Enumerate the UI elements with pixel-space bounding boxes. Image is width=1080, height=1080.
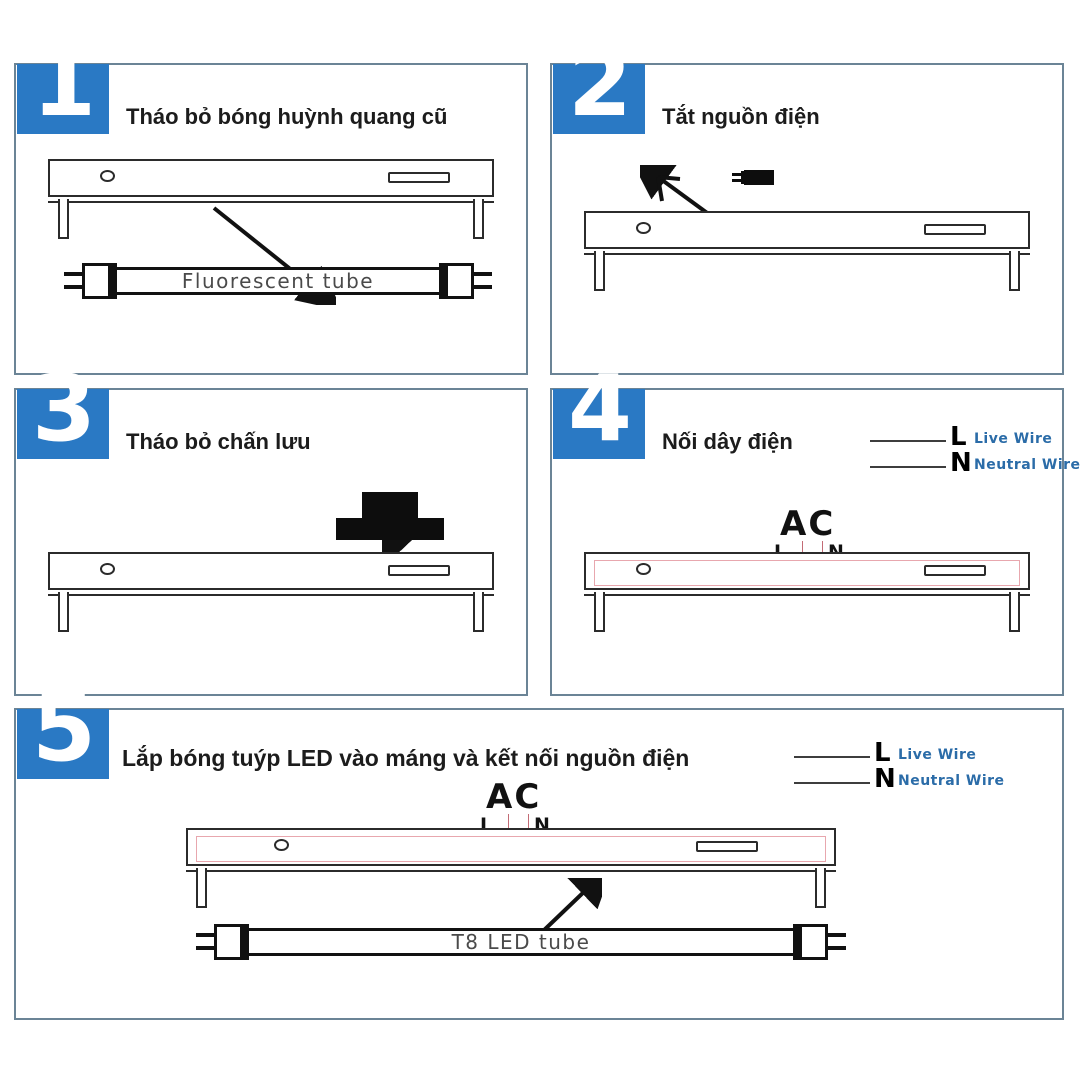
step-badge-4: 4 bbox=[553, 363, 645, 459]
fixture-leg-left bbox=[594, 251, 605, 291]
step-title-5: Lắp bóng tuýp LED vào máng và kết nối ng… bbox=[122, 745, 690, 771]
step-panel-2: 2 Tắt nguồn điện bbox=[550, 38, 1064, 375]
step-badge-5: 5 bbox=[17, 683, 109, 779]
plug-stem bbox=[741, 171, 744, 184]
fixture-body bbox=[584, 552, 1030, 590]
tube-pin-left-1 bbox=[64, 272, 84, 276]
step-panel-5: 5 Lắp bóng tuýp LED vào máng và kết nối … bbox=[14, 683, 1064, 1020]
fixture-lip bbox=[584, 253, 1030, 255]
step-panel-1: 1 Tháo bỏ bóng huỳnh quang cũ bbox=[14, 38, 528, 375]
tube-pin-right-1 bbox=[826, 933, 846, 937]
ac-drop-line-neutral bbox=[528, 814, 529, 840]
ac-drop-line-live bbox=[508, 814, 509, 840]
tube-pin-right-1 bbox=[472, 272, 492, 276]
ballast-base bbox=[336, 518, 444, 540]
tube-band-left bbox=[240, 924, 249, 960]
watermark bbox=[166, 502, 180, 537]
mounting-hole-icon bbox=[100, 563, 115, 575]
step-title-1: Tháo bỏ bóng huỳnh quang cũ bbox=[126, 104, 448, 129]
tube-label: Fluorescent tube bbox=[181, 269, 375, 293]
neutral-wire-line-icon bbox=[870, 466, 946, 468]
fixture-leg-right bbox=[473, 592, 484, 632]
step-number-3: 3 bbox=[31, 355, 96, 462]
step-badge-3: 3 bbox=[17, 363, 109, 459]
step-badge-1: 1 bbox=[17, 38, 109, 134]
fixture-leg-left bbox=[196, 868, 207, 908]
step-badge-2: 2 bbox=[553, 38, 645, 134]
tube-label: T8 LED tube bbox=[451, 930, 591, 954]
tube-band-left bbox=[108, 263, 117, 299]
neutral-label: Neutral Wire bbox=[974, 457, 1080, 473]
tube-glass bbox=[106, 267, 450, 295]
neutral-wire-line-icon bbox=[794, 782, 870, 784]
step-number-4: 4 bbox=[567, 355, 632, 462]
plug-body bbox=[744, 170, 774, 185]
step-number-2: 2 bbox=[567, 30, 632, 137]
tube-band-right bbox=[439, 263, 448, 299]
neutral-label: Neutral Wire bbox=[898, 773, 1005, 789]
tube-pin-right-2 bbox=[472, 285, 492, 289]
live-wire-line-icon bbox=[794, 756, 870, 758]
step-number-1: 1 bbox=[31, 30, 96, 137]
fixture-leg-right bbox=[1009, 592, 1020, 632]
fixture-lip bbox=[48, 594, 494, 596]
fixture-leg-left bbox=[594, 592, 605, 632]
fixture-lip bbox=[186, 870, 836, 872]
fixture-leg-left bbox=[58, 592, 69, 632]
tube-glass bbox=[238, 928, 804, 956]
step-title-4: Nối dây điện bbox=[662, 429, 793, 454]
live-wire-line-icon bbox=[870, 440, 946, 442]
mounting-hole-icon bbox=[100, 170, 115, 182]
internal-wiring bbox=[196, 836, 826, 862]
step-number-5: 5 bbox=[31, 675, 96, 782]
tube-pin-right-2 bbox=[826, 946, 846, 950]
neutral-symbol: N bbox=[874, 764, 896, 794]
step-panel-4: 4 Nối dây điện L Live Wire N Neutral Wir… bbox=[550, 363, 1080, 696]
ballast-slot-icon bbox=[388, 565, 450, 576]
internal-wiring bbox=[594, 560, 1020, 586]
ballast-top bbox=[362, 492, 418, 518]
ac-label: AC bbox=[780, 504, 836, 544]
live-symbol: L bbox=[950, 422, 967, 452]
mounting-hole-icon bbox=[636, 222, 651, 234]
step-title-3: Tháo bỏ chấn lưu bbox=[126, 429, 311, 454]
fixture-leg-right bbox=[473, 199, 484, 239]
tube-pin-left-2 bbox=[64, 285, 84, 289]
ballast-slot-icon bbox=[924, 565, 986, 576]
fixture-leg-right bbox=[1009, 251, 1020, 291]
fixture-lip bbox=[48, 201, 494, 203]
live-symbol: L bbox=[874, 738, 891, 768]
ballast-slot-icon bbox=[388, 172, 450, 183]
step-title-2: Tắt nguồn điện bbox=[662, 104, 820, 129]
tube-pin-left-1 bbox=[196, 933, 216, 937]
fluorescent-tube: Fluorescent tube bbox=[64, 261, 492, 301]
fixture-body bbox=[186, 828, 836, 866]
plug-prong-1 bbox=[732, 173, 745, 176]
live-label: Live Wire bbox=[974, 431, 1053, 447]
tube-band-right bbox=[793, 924, 802, 960]
live-label: Live Wire bbox=[898, 747, 977, 763]
mounting-hole-icon bbox=[636, 563, 651, 575]
arrow-icon bbox=[538, 878, 602, 936]
fixture-leg-left bbox=[58, 199, 69, 239]
fixture-leg-right bbox=[815, 868, 826, 908]
step-panel-3: 3 Tháo bỏ chấn lưu bbox=[14, 363, 528, 696]
mounting-hole-icon bbox=[274, 839, 289, 851]
plug-prong-2 bbox=[732, 179, 745, 182]
ac-label: AC bbox=[486, 777, 542, 817]
ballast-slot-icon bbox=[924, 224, 986, 235]
ballast-slot-icon bbox=[696, 841, 758, 852]
fixture-lip bbox=[584, 594, 1030, 596]
tube-pin-left-2 bbox=[196, 946, 216, 950]
neutral-symbol: N bbox=[950, 448, 972, 478]
t8-led-tube: T8 LED tube bbox=[196, 922, 846, 962]
